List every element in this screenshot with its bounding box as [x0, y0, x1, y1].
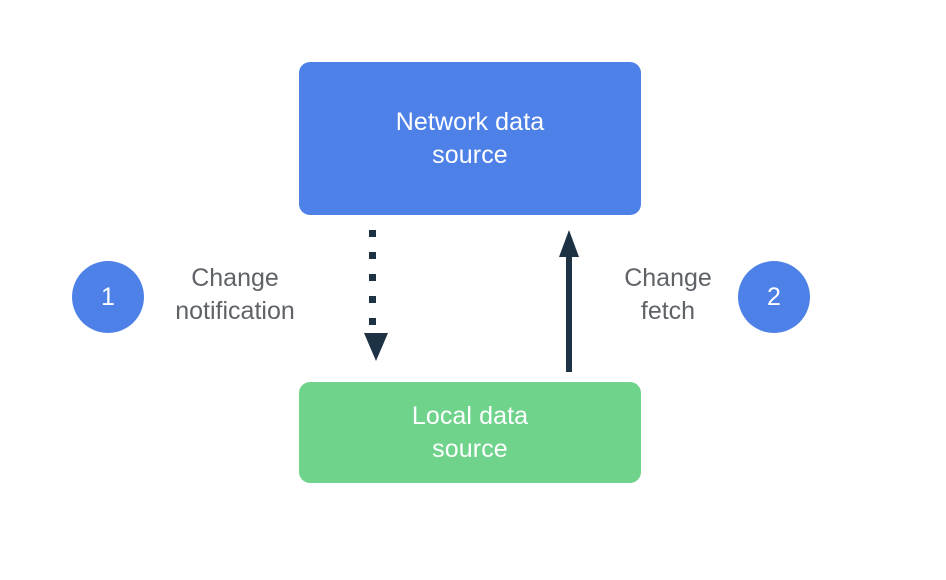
step-badge-2: 2 [738, 261, 810, 333]
node-local-data-source[interactable]: Local data source [299, 382, 641, 483]
edge-label-change-notification: Change notification [175, 264, 295, 325]
node-network-data-source-label: Network data source [395, 107, 545, 169]
node-network-data-source[interactable]: Network data source [299, 62, 641, 215]
step-badge-1: 1 [72, 261, 144, 333]
arrow-change-fetch [559, 230, 579, 372]
step-badge-2-number: 2 [767, 282, 781, 311]
step-badge-1-number: 1 [101, 282, 115, 311]
arrow-change-notification [364, 230, 388, 361]
node-local-data-source-label: Local data source [411, 401, 529, 463]
edge-label-change-fetch: Change fetch [624, 264, 712, 325]
